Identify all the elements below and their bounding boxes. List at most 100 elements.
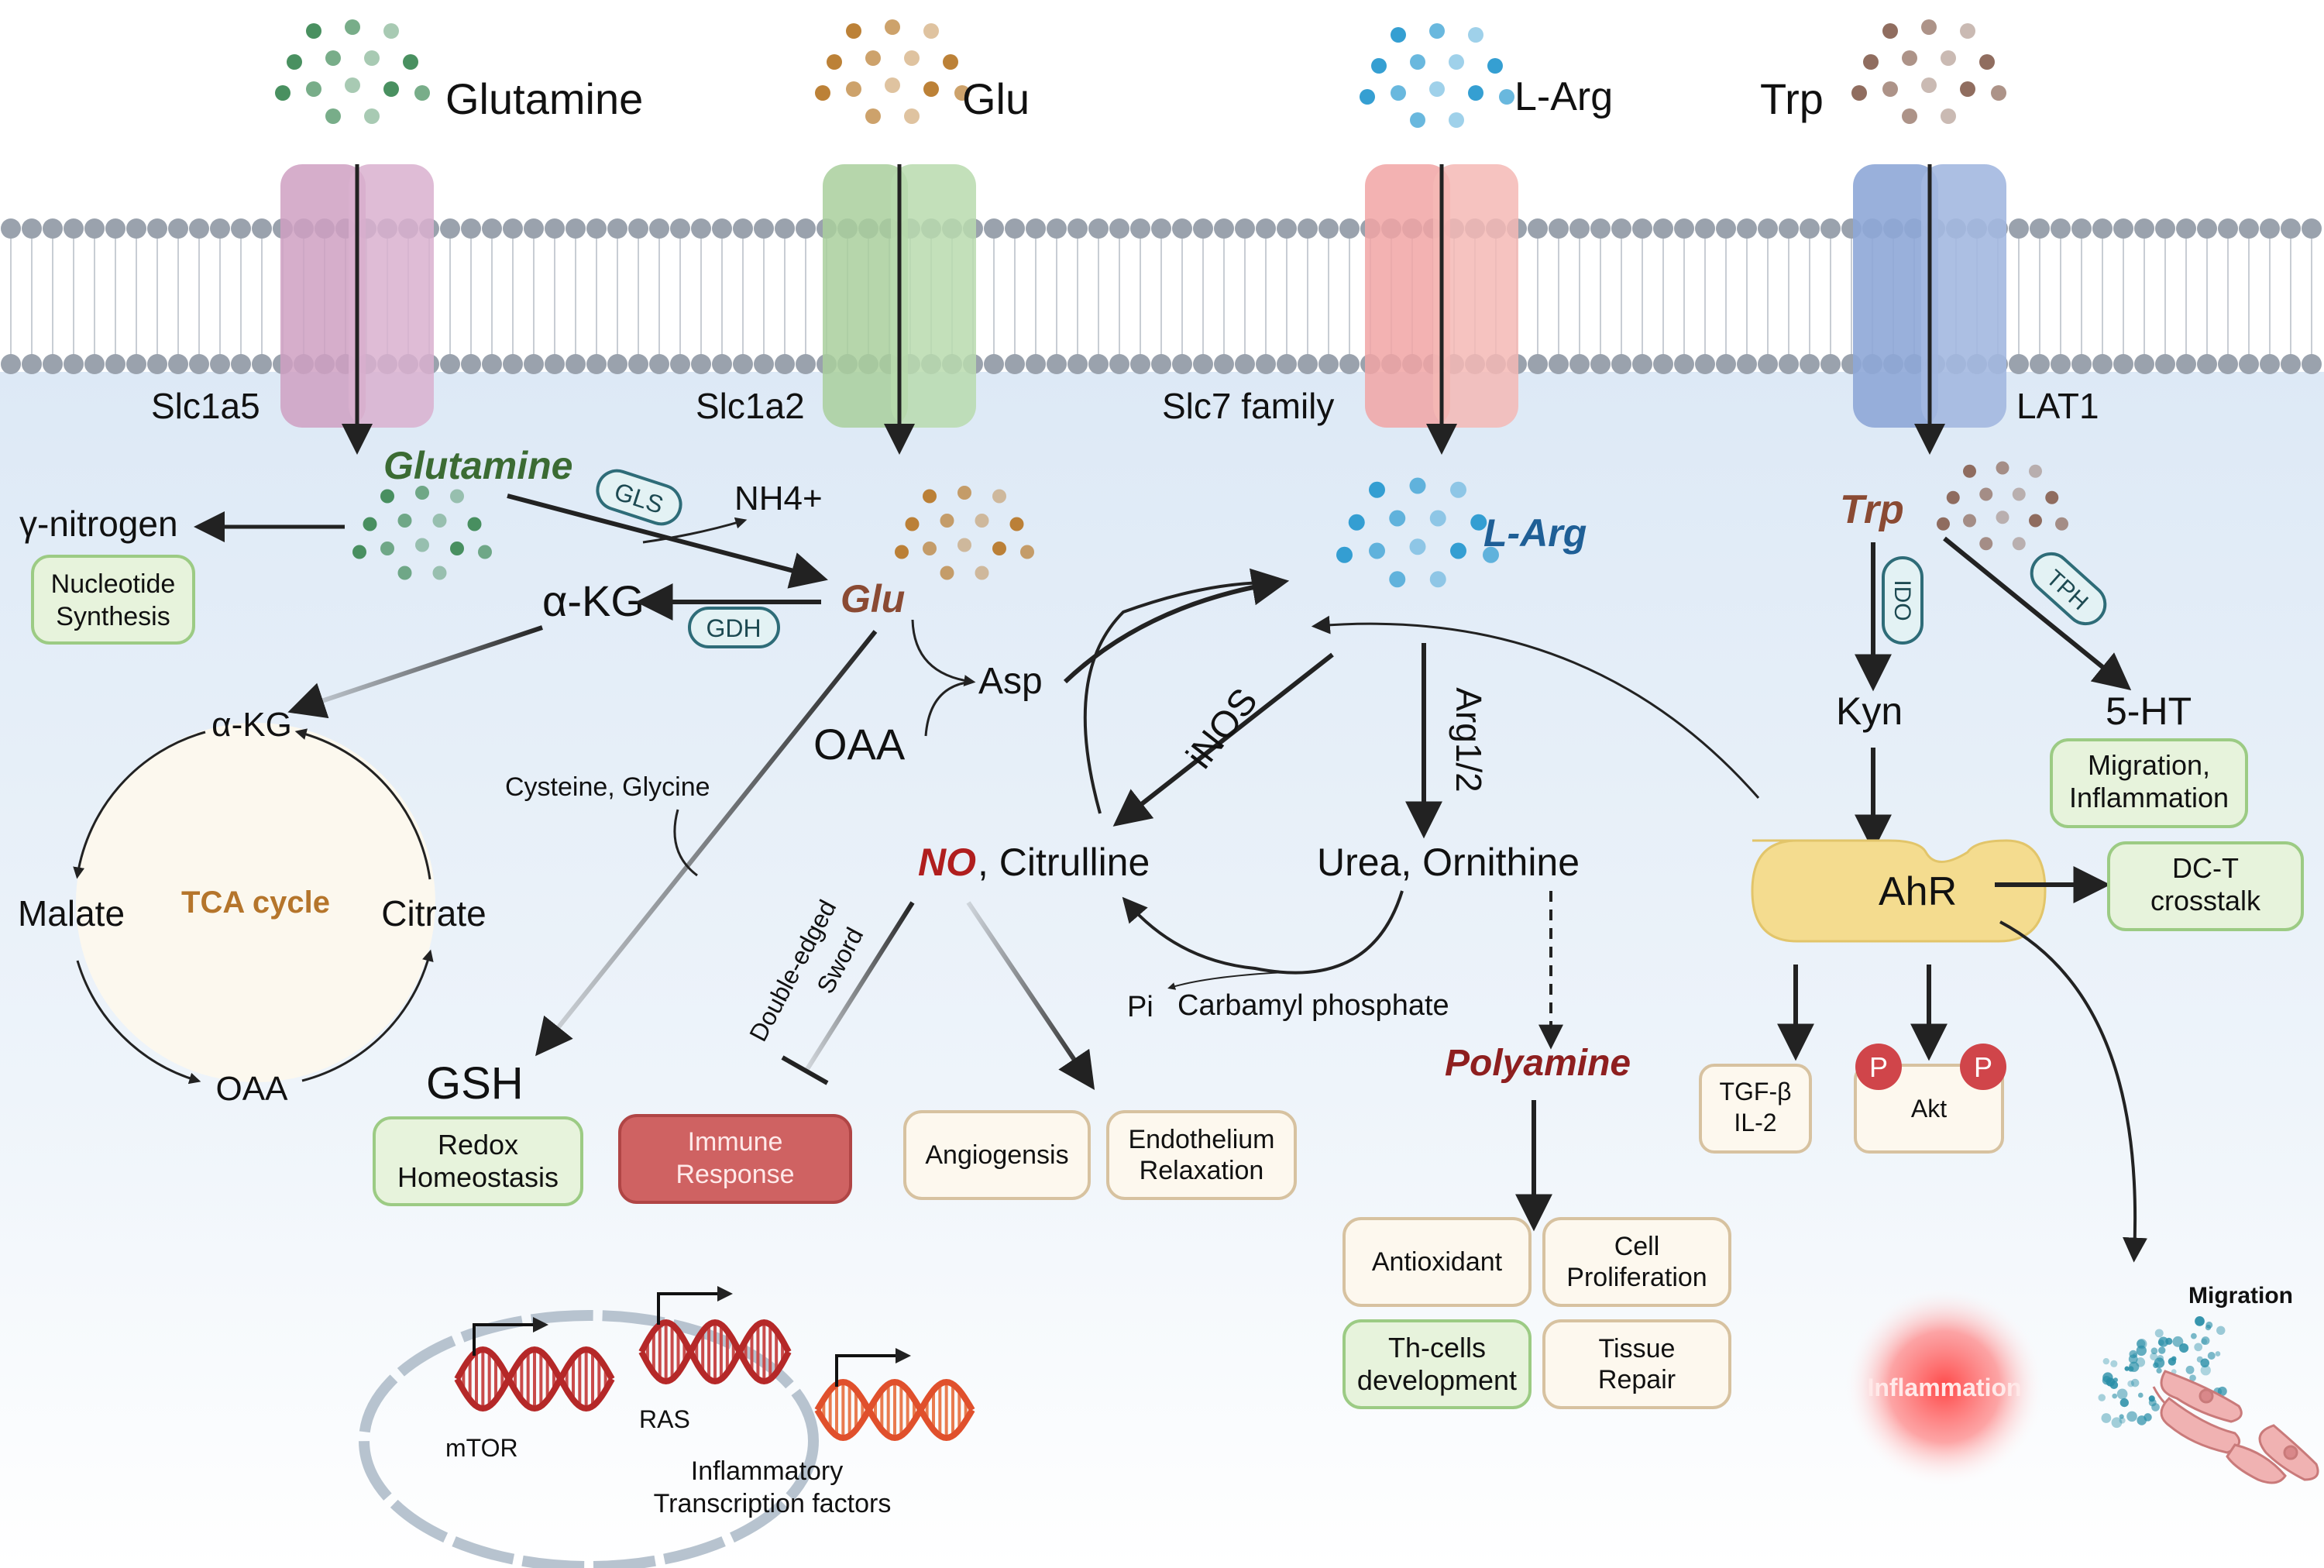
pi-label: Pi — [1127, 991, 1153, 1023]
gls-enzyme-badge: GLS — [596, 469, 682, 526]
svg-text:P: P — [1869, 1051, 1888, 1083]
svg-text:GDH: GDH — [706, 614, 761, 642]
urea-ornithine-label: Urea, Ornithine — [1317, 841, 1580, 884]
glu-to-gsh-arrow — [535, 630, 878, 1057]
antioxidant-box: Antioxidant — [1342, 1217, 1532, 1307]
th-cells-development-box: Th-cells development — [1342, 1319, 1532, 1409]
asp-to-larg-arrow — [1063, 568, 1290, 684]
nucleus — [359, 1310, 819, 1568]
lat1-transporter — [1853, 164, 2006, 428]
nucleotide-synthesis-box: Nucleotide Synthesis — [31, 555, 195, 645]
lat1-label: LAT1 — [2016, 386, 2099, 426]
pi-release-arrow — [1167, 971, 1287, 990]
svg-text:Relaxation: Relaxation — [1140, 1156, 1264, 1185]
migration-label: Migration — [2188, 1283, 2293, 1308]
trp-intracellular-label: Trp — [1840, 487, 1904, 532]
svg-text:Response: Response — [676, 1160, 794, 1189]
akg-label: α-KG — [542, 576, 645, 625]
svg-text:Akt: Akt — [1911, 1095, 1947, 1123]
mtor-label: mTOR — [445, 1434, 518, 1462]
slc7-label: Slc7 family — [1162, 386, 1334, 426]
akg-to-tca-arrow — [287, 625, 543, 719]
svg-text:crosstalk: crosstalk — [2150, 885, 2261, 916]
svg-text:Proliferation: Proliferation — [1566, 1263, 1707, 1292]
glu-molecules-icon — [815, 19, 970, 124]
svg-text:Inflammation: Inflammation — [2069, 782, 2229, 813]
svg-text:IDO: IDO — [1889, 579, 1915, 621]
citrate-label: Citrate — [381, 893, 486, 934]
svg-text:Nucleotide: Nucleotide — [51, 569, 176, 599]
svg-text:Angiogensis: Angiogensis — [925, 1140, 1068, 1170]
svg-text:P: P — [1974, 1051, 1992, 1083]
gamma-nitrogen-label: γ-nitrogen — [19, 504, 178, 544]
slc1a2-label: Slc1a2 — [696, 386, 805, 426]
tgfb-il2-box: TGF-β IL-2 — [1699, 1064, 1812, 1154]
ahr-receptor: AhR — [1751, 839, 2047, 943]
carbamyl-phosphate-label: Carbamyl phosphate — [1177, 989, 1449, 1022]
trp-intracellular-icon — [1937, 461, 2068, 551]
kyn-label: Kyn — [1836, 689, 1903, 733]
cys-gly-join-arrow — [673, 809, 698, 877]
dna-icons — [454, 1286, 975, 1442]
larg-intracellular-icon — [1336, 477, 1499, 588]
inflammation-glow-icon — [1844, 1286, 2045, 1487]
nh4-release-arrow — [642, 517, 748, 544]
malate-label: Malate — [18, 893, 125, 934]
ahr-to-larg-arrow — [1311, 615, 1760, 799]
larg-molecules-icon — [1360, 23, 1514, 128]
larg-to-citrulline-arrow — [1112, 652, 1334, 827]
svg-text:Antioxidant: Antioxidant — [1372, 1247, 1503, 1277]
slc7-transporter — [1365, 164, 1518, 428]
svg-text:development: development — [1357, 1364, 1517, 1396]
no-to-immune-inhibition — [805, 901, 915, 1071]
glutamine-intracellular-label: Glutamine — [383, 444, 572, 487]
transport-arrows — [342, 164, 1945, 455]
svg-text:Repair: Repair — [1598, 1365, 1676, 1394]
gsh-label: GSH — [426, 1058, 524, 1109]
nh4-label: NH4+ — [734, 480, 823, 518]
ornithine-to-citrulline-arrow — [1122, 890, 1404, 975]
glutamine-label: Glutamine — [445, 74, 643, 123]
ido-enzyme-badge: IDO — [1882, 556, 1923, 645]
glutamine-intracellular-icon — [352, 486, 492, 580]
arg12-label: Arg1/2 — [1449, 687, 1489, 793]
glu-to-asp-arrow — [911, 619, 976, 687]
svg-text:IL-2: IL-2 — [1734, 1109, 1776, 1136]
svg-text:TGF-β: TGF-β — [1719, 1078, 1791, 1106]
trp-label: Trp — [1760, 74, 1824, 123]
phospho-icon: P — [1855, 1044, 1902, 1090]
larg-intracellular-label: L-Arg — [1483, 511, 1587, 555]
oaa-label: OAA — [813, 720, 906, 769]
svg-text:Immune: Immune — [688, 1127, 783, 1157]
glu-intracellular-label: Glu — [841, 577, 905, 621]
citrulline-label: , Citrulline — [978, 841, 1150, 884]
svg-text:Tissue: Tissue — [1599, 1334, 1676, 1363]
akt-box: Akt — [1854, 1064, 2004, 1154]
oaa-to-asp-arrow — [924, 680, 973, 737]
svg-text:DC-T: DC-T — [2172, 852, 2239, 884]
angiogenesis-box: Angiogensis — [903, 1110, 1091, 1200]
serotonin-label: 5-HT — [2106, 689, 2192, 733]
slc1a2-transporter — [823, 164, 976, 428]
glutamine-molecules-icon — [275, 19, 430, 124]
trp-molecules-icon — [1851, 19, 2006, 124]
svg-text:Th-cells: Th-cells — [1388, 1332, 1486, 1363]
immune-response-box: Immune Response — [618, 1114, 852, 1204]
slc1a5-label: Slc1a5 — [151, 386, 260, 426]
tca-akg-label: α-KG — [211, 706, 292, 744]
tca-cycle-label: TCA cycle — [181, 885, 330, 920]
inflammation-label: Inflammation — [1867, 1374, 2021, 1401]
inhibit-bar — [781, 1055, 829, 1085]
no-to-angiogenesis-arrow — [966, 901, 1095, 1090]
nucleus-caption-1: Inflammatory — [691, 1456, 844, 1486]
cell-proliferation-box: Cell Proliferation — [1542, 1217, 1731, 1307]
ahr-to-migration-arrow — [1999, 920, 2147, 1263]
migration-inflammation-box: Migration, Inflammation — [2050, 738, 2248, 828]
cysteine-glycine-label: Cysteine, Glycine — [505, 772, 710, 802]
svg-text:Migration,: Migration, — [2088, 749, 2210, 781]
phospho-icon: P — [1960, 1044, 2006, 1090]
polyamine-label: Polyamine — [1445, 1043, 1631, 1084]
nucleus-caption-2: Transcription factors — [654, 1489, 892, 1518]
citrulline-recycle-arrow — [1083, 580, 1279, 814]
svg-text:Cell: Cell — [1614, 1232, 1660, 1261]
